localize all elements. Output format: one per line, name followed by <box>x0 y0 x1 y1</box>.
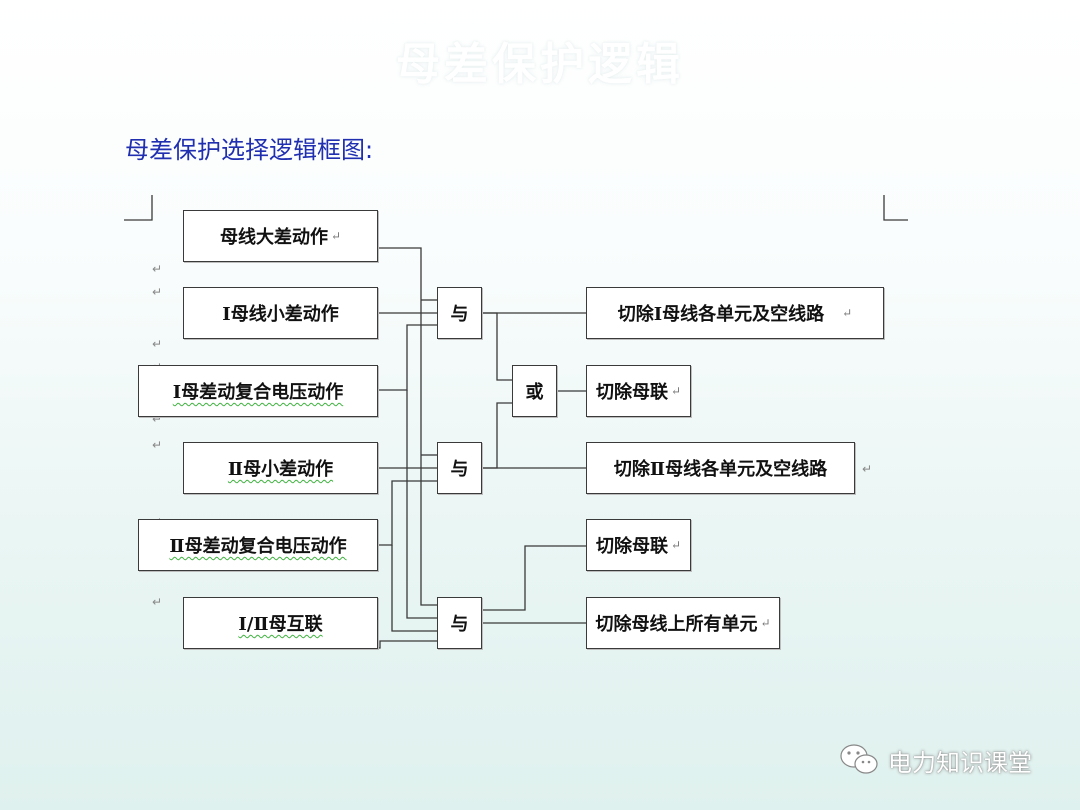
output-label: 切除Ⅱ母线各单元及空线路 <box>613 459 828 480</box>
input-bus2-composite-voltage: Ⅱ母差动复合电压动作 <box>138 519 378 571</box>
and-gate-2: 与 <box>437 442 482 494</box>
paragraph-mark: ↵ <box>152 595 163 609</box>
watermark: 电力知识课堂 <box>838 742 1032 778</box>
paragraph-mark: ↵ <box>152 412 163 426</box>
input-label: Ⅰ母线小差动作 <box>222 304 339 325</box>
output-label: 切除母联 <box>595 536 668 557</box>
input-label: Ⅰ母差动复合电压动作 <box>172 382 344 403</box>
input-label: 母线大差动作 <box>219 227 328 248</box>
wechat-icon <box>840 744 878 774</box>
output-trip-bus-coupler-2: 切除母联↵ <box>586 519 691 571</box>
slide-title: 母差保护逻辑 <box>396 39 684 90</box>
output-label: 切除母线上所有单元 <box>595 614 758 635</box>
output-trip-bus-coupler-1: 切除母联↵ <box>586 365 691 417</box>
input-bus2-small-differential: Ⅱ母小差动作 <box>183 442 378 494</box>
gate-label: 或 <box>525 382 544 403</box>
gate-label: 与 <box>450 614 469 635</box>
paragraph-mark: ↵ <box>152 262 163 276</box>
diagram-subtitle: 母差保护选择逻辑框图: <box>125 136 374 164</box>
and-gate-3: 与 <box>437 597 482 649</box>
input-bus1-composite-voltage: Ⅰ母差动复合电压动作 <box>138 365 378 417</box>
paragraph-mark: ↵ <box>152 285 163 299</box>
gate-label: 与 <box>450 304 469 325</box>
paragraph-mark: ↵ <box>152 438 163 452</box>
input-label: Ⅱ母差动复合电压动作 <box>169 536 347 557</box>
input-bus1-small-differential: Ⅰ母线小差动作 <box>183 287 378 339</box>
output-trip-all-bus-units: 切除母线上所有单元↵ <box>586 597 780 649</box>
gate-label: 与 <box>450 459 469 480</box>
watermark-text: 电力知识课堂 <box>888 748 1032 777</box>
or-gate: 或 <box>512 365 557 417</box>
paragraph-mark: ↵ <box>862 462 873 476</box>
output-trip-bus2-units: 切除Ⅱ母线各单元及空线路 <box>586 442 855 494</box>
input-big-differential: 母线大差动作↵ <box>183 210 378 262</box>
output-label: 切除Ⅰ母线各单元及空线路 <box>617 304 825 325</box>
and-gate-1: 与 <box>437 287 482 339</box>
input-label: Ⅰ/Ⅱ母互联 <box>238 614 323 635</box>
output-label: 切除母联 <box>595 382 668 403</box>
output-trip-bus1-units: 切除Ⅰ母线各单元及空线路↵ <box>586 287 884 339</box>
input-bus-interconnect: Ⅰ/Ⅱ母互联 <box>183 597 378 649</box>
paragraph-mark: ↵ <box>152 337 163 351</box>
input-label: Ⅱ母小差动作 <box>227 459 334 480</box>
